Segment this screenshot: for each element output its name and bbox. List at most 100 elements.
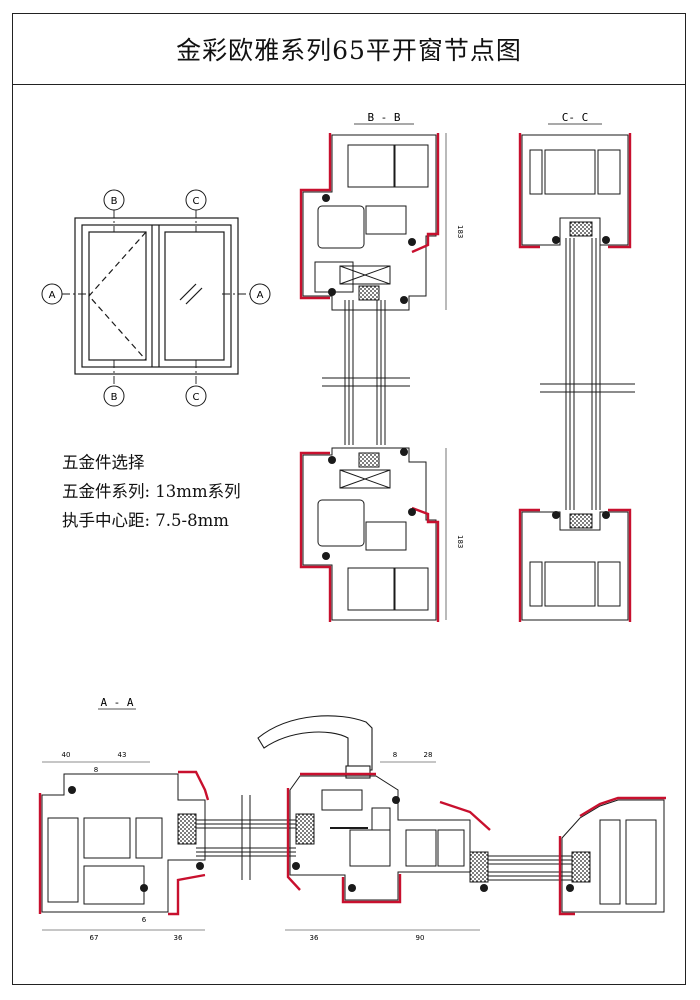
aa-center-chamber [405, 829, 437, 867]
bb-bottom-chamber [347, 567, 395, 611]
bb-top-profile [302, 134, 437, 311]
section-marker-a-left: A [41, 283, 63, 305]
aa-seal-block [571, 851, 591, 883]
marker-label: A [49, 290, 56, 301]
marker-label: C [193, 196, 200, 207]
aa-dim: 28 [424, 751, 433, 759]
opening-indicator [88, 231, 147, 361]
casement-sash [88, 231, 147, 361]
aa-seal-block [295, 813, 315, 845]
bb-glazing-cross [339, 469, 391, 489]
window-elevation [74, 217, 239, 375]
bb-bottom-chamber [317, 499, 365, 547]
hardware-series: 五金件系列: 13mm系列 [62, 482, 241, 501]
bb-bottom-gasket [411, 506, 440, 622]
aa-dim: 36 [310, 934, 319, 942]
bb-top-chamber [317, 205, 365, 249]
aa-dim: 36 [174, 934, 183, 942]
section-label-aa: A - A [100, 696, 133, 709]
cc-top-chamber [529, 149, 543, 195]
aa-left-gasket [178, 770, 210, 801]
glass-mark-1 [179, 283, 197, 301]
hardware-notes: 五金件选择 五金件系列: 13mm系列 执手中心距: 7.5-8mm [62, 448, 241, 535]
aa-center-gasket [286, 788, 301, 891]
bb-top-gasket [299, 133, 332, 300]
drawing-border [12, 13, 686, 985]
bb-top-chamber [365, 205, 407, 235]
aa-left-chamber [83, 817, 131, 859]
aa-right-chamber [599, 819, 621, 905]
fixed-glass [164, 231, 225, 361]
cc-top-seal-block [569, 221, 593, 237]
aa-right-frame [561, 799, 665, 913]
cc-bottom-chamber [529, 561, 543, 607]
drawing-title: 金彩欧雅系列65平开窗节点图 [176, 35, 522, 65]
section-aa [38, 761, 666, 931]
section-marker-a-right: A [249, 283, 271, 305]
bb-bottom-seal-block [358, 452, 380, 468]
aa-right-gasket [579, 796, 666, 818]
title-block: 金彩欧雅系列65平开窗节点图 [12, 13, 686, 85]
aa-seal-block [177, 813, 197, 845]
cc-bottom-gasket [518, 508, 540, 622]
aa-dim: 90 [416, 934, 425, 942]
cc-top-chamber [544, 149, 596, 195]
cc-bottom-profile [521, 511, 629, 621]
outer-frame [74, 217, 239, 375]
aa-center-chamber [349, 829, 391, 867]
glass-mark-2 [185, 287, 203, 305]
marker-label: A [257, 290, 264, 301]
bb-bottom-chamber [365, 521, 407, 551]
section-cc [518, 133, 635, 622]
aa-dim: 67 [90, 934, 99, 942]
aa-seal-block [469, 851, 489, 883]
bb-bottom-gasket [299, 451, 332, 622]
aa-left-chamber [83, 865, 145, 905]
bb-glazing-cross [339, 265, 391, 285]
bb-top-seal-block [358, 285, 380, 301]
cc-top-profile [521, 134, 629, 246]
inner-frame [81, 224, 232, 368]
cc-seal-bulbs [552, 236, 610, 519]
section-marker-c-bottom: C [185, 385, 207, 407]
section-bb [299, 133, 447, 622]
section-marker-c-top: C [185, 189, 207, 211]
cc-bottom-seal-block [569, 513, 593, 529]
marker-label: B [111, 196, 118, 207]
aa-left-chamber [47, 817, 79, 903]
cc-top-gasket [608, 133, 632, 249]
hardware-handle-spacing: 执手中心距: 7.5-8mm [62, 511, 229, 530]
section-label-bb: B - B [367, 111, 400, 124]
cc-bottom-chamber [597, 561, 621, 607]
aa-center-profile [289, 775, 471, 901]
bb-top-chamber [347, 144, 395, 188]
cc-top-chamber [597, 149, 621, 195]
elevation-cut-lines [62, 210, 250, 386]
aa-right-gasket [558, 836, 575, 916]
aa-center-gasket [341, 874, 402, 904]
aa-lock-box [371, 807, 391, 831]
bb-bottom-chamber [394, 567, 429, 611]
bb-bottom-profile [302, 447, 437, 621]
section-marker-b-bottom: B [103, 385, 125, 407]
bb-dim-lower: 183 [456, 535, 464, 548]
hardware-heading: 五金件选择 [62, 453, 145, 472]
section-label-cc: C- C [562, 111, 589, 124]
aa-dim: 8 [94, 766, 98, 774]
cc-bottom-gasket [608, 508, 632, 622]
aa-dim: 6 [142, 916, 147, 924]
aa-dim: 40 [62, 751, 71, 759]
window-handle [257, 715, 373, 779]
bb-top-gasket [411, 133, 440, 254]
cc-top-gasket [518, 133, 540, 249]
section-marker-b-top: B [103, 189, 125, 211]
aa-center-chamber [321, 789, 363, 811]
aa-right-chamber [625, 819, 657, 905]
cc-bottom-chamber [544, 561, 596, 607]
aa-center-chamber [437, 829, 465, 867]
bb-top-chamber [394, 144, 429, 188]
aa-dim: 43 [118, 751, 127, 759]
aa-left-chamber [135, 817, 163, 859]
marker-label: C [193, 392, 200, 403]
